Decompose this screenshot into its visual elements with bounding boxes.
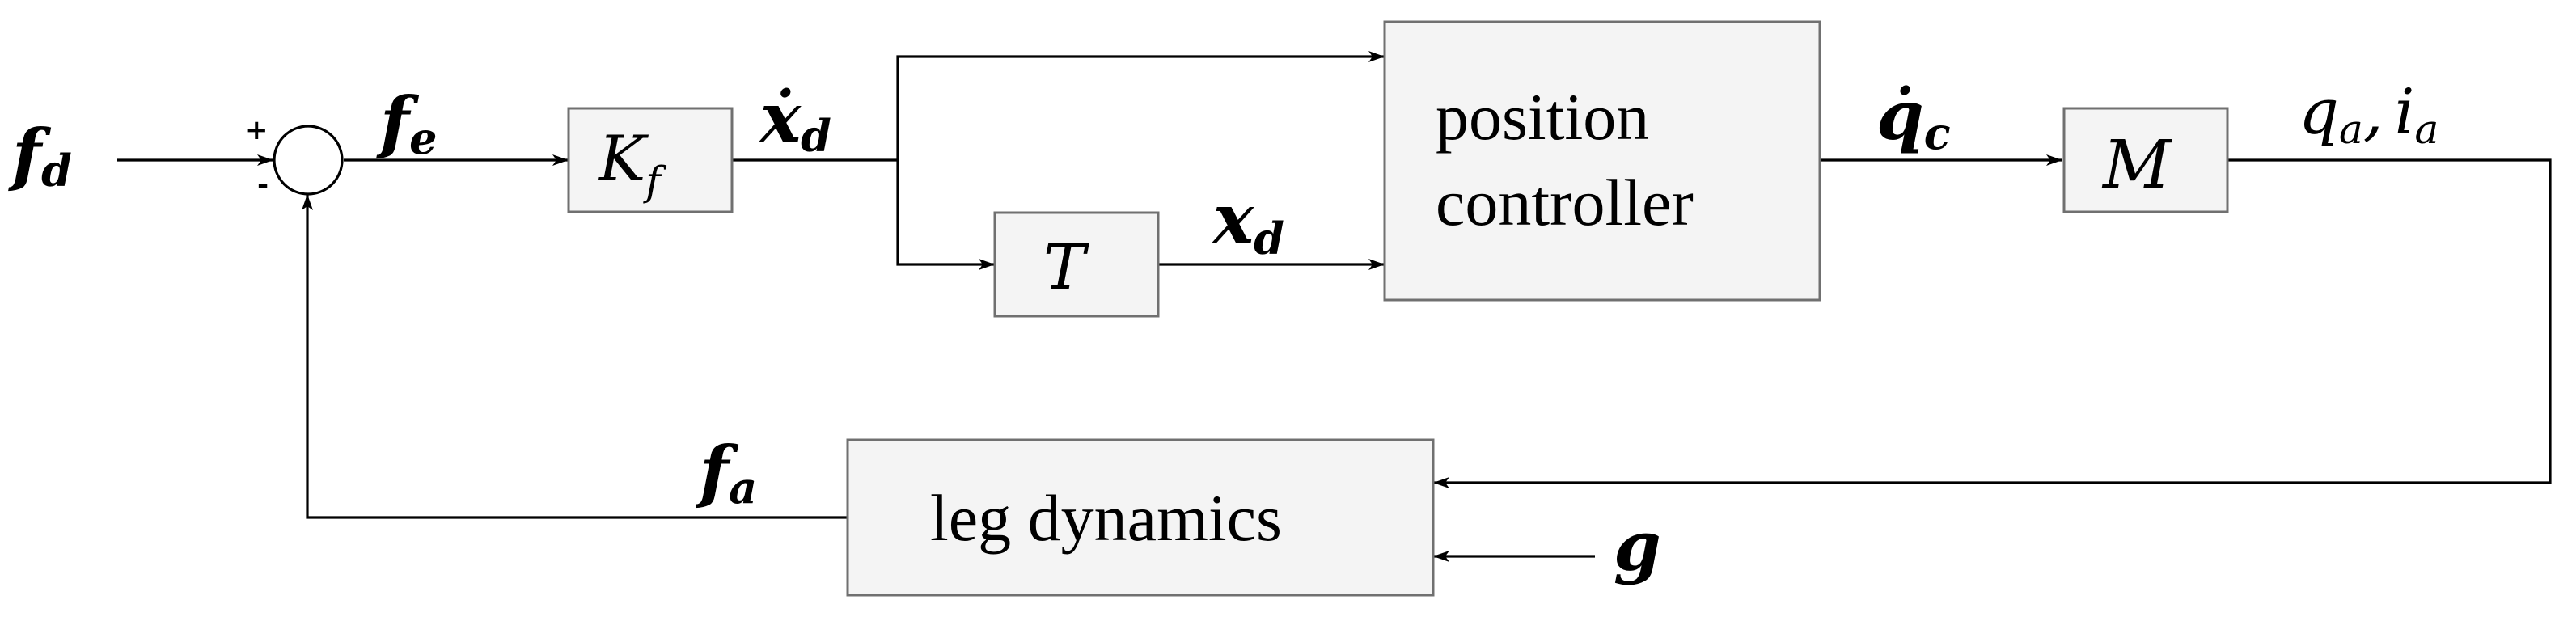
signal-xd: xd [1212,179,1284,264]
block-position-controller: position controller [1383,20,1821,302]
signal-qdot-c: q̇c [1876,75,1951,159]
signal-qa-ia: qa,ia [2299,76,2439,153]
sum-minus-sign: - [257,169,269,201]
t-label: T [1043,231,1089,304]
signal-xdot-d: ẋd [759,78,831,162]
leg-dynamics-label: leg dynamics [930,481,1282,555]
wire-branch-to-controller [896,51,1385,160]
kf-main: K [597,123,649,196]
wire-m-to-leg-dynamics [1433,158,2552,488]
m-label: M [2101,127,2172,204]
sum-plus-sign: + [245,114,269,146]
block-t: T [993,211,1160,318]
block-kf: Kf [567,107,734,213]
wire-leg-dynamics-to-sum [302,194,848,519]
summing-junction [273,125,344,196]
signal-fd: fd [8,114,72,196]
block-leg-dynamics: leg dynamics [846,438,1435,597]
signal-fe: fe [376,82,438,164]
signal-g: g [1614,506,1661,586]
wire-branch-to-t [896,160,995,270]
block-m: M [2062,107,2229,213]
controller-line1: position [1436,80,1649,154]
signal-fa: fa [696,431,757,513]
controller-line2: controller [1436,166,1694,239]
